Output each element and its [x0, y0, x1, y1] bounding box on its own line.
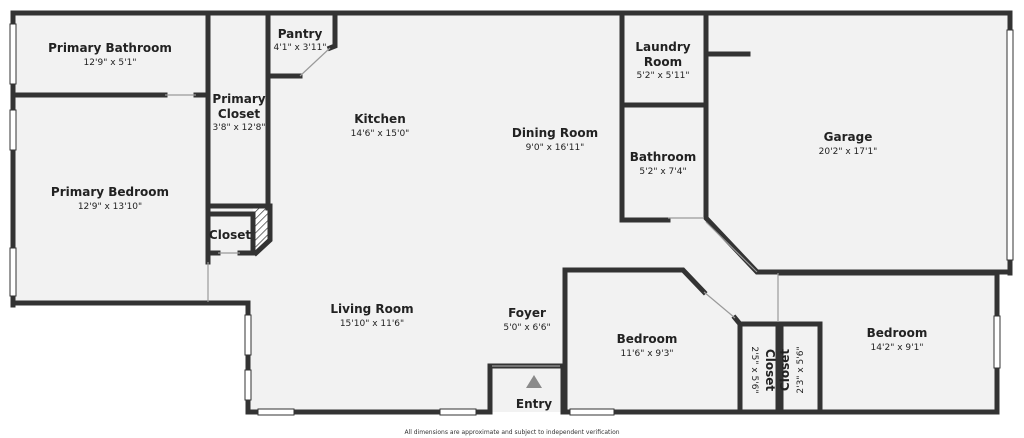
- closet-2-name: Closet: [778, 349, 792, 391]
- foyer-name: Foyer: [508, 306, 546, 320]
- openings: [165, 47, 779, 367]
- floor-fill: [13, 13, 1010, 412]
- primary-bedroom-dims: 12'9" x 13'10": [78, 202, 142, 212]
- laundry-room-name-1: Laundry: [635, 40, 690, 54]
- dining-room-dims: 9'0" x 16'11": [526, 143, 585, 153]
- bathroom-dims: 5'2" x 7'4": [639, 167, 686, 177]
- garage-dims: 20'2" x 17'1": [819, 147, 878, 157]
- laundry-room-name-2: Room: [644, 55, 682, 69]
- living-room-dims: 15'10" x 11'6": [340, 319, 404, 329]
- laundry-room-dims: 5'2" x 5'11": [637, 71, 690, 81]
- living-room-name: Living Room: [330, 302, 413, 316]
- pantry-name: Pantry: [278, 27, 323, 41]
- entry-arrow-icon: [526, 375, 542, 388]
- primary-bedroom-name: Primary Bedroom: [51, 185, 169, 199]
- primary-closet-name-2: Closet: [218, 107, 260, 121]
- disclaimer-footnote: All dimensions are approximate and subje…: [404, 429, 619, 436]
- kitchen-dims: 14'6" x 15'0": [351, 129, 410, 139]
- closet-2-dims: 2'3" x 5'6": [796, 346, 806, 393]
- bedroom-1-dims: 11'6" x 9'3": [621, 349, 674, 359]
- room-labels: Primary Bathroom 12'9" x 5'1" Primary Be…: [48, 27, 927, 411]
- pantry-dims: 4'1" x 3'11": [274, 43, 327, 53]
- closet-1-dims: 2'5" x 5'6": [749, 346, 759, 393]
- closet-1-name: Closet: [763, 349, 777, 391]
- bedroom-1-name: Bedroom: [617, 332, 678, 346]
- primary-closet-dims: 3'8" x 12'8": [213, 123, 266, 133]
- kitchen-name: Kitchen: [354, 112, 406, 126]
- windows: [9, 23, 1014, 416]
- bathroom-name: Bathroom: [630, 150, 696, 164]
- entry-name: Entry: [516, 397, 552, 411]
- small-closet-name: Closet: [209, 228, 251, 242]
- primary-bathroom-dims: 12'9" x 5'1": [84, 58, 137, 68]
- foyer-dims: 5'0" x 6'6": [503, 323, 550, 333]
- dining-room-name: Dining Room: [512, 126, 598, 140]
- bedroom-2-dims: 14'2" x 9'1": [871, 343, 924, 353]
- primary-closet-name-1: Primary: [212, 92, 265, 106]
- bedroom-2-name: Bedroom: [867, 326, 928, 340]
- primary-bathroom-name: Primary Bathroom: [48, 41, 172, 55]
- garage-name: Garage: [824, 130, 873, 144]
